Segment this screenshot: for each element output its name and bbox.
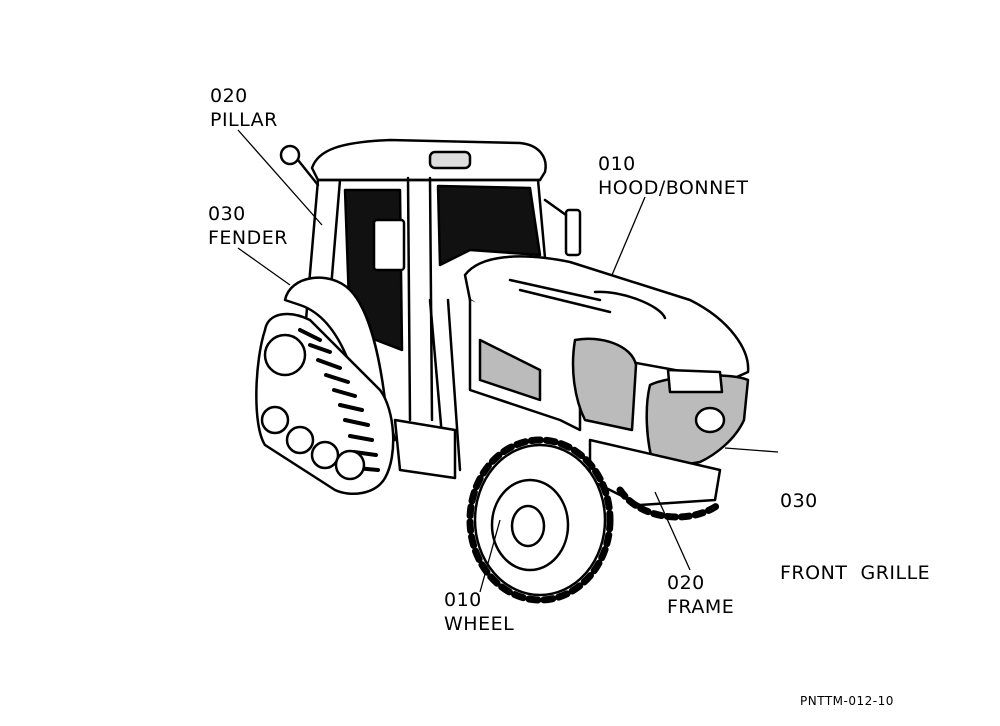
- callout-name: HOOD/BONNET: [598, 177, 749, 199]
- callout-code: 020: [667, 572, 705, 594]
- leader-pillar: [237, 129, 323, 226]
- callout-pillar: 020 PILLAR: [210, 84, 278, 132]
- callout-frame: 020 FRAME: [667, 571, 734, 619]
- callout-code: 020: [210, 85, 248, 107]
- leader-lines: [237, 129, 779, 593]
- callout-code: 010: [598, 153, 636, 175]
- callout-code: 030: [780, 490, 818, 512]
- callout-code: 030: [208, 203, 246, 225]
- callout-fender: 030 FENDER: [208, 202, 288, 250]
- leader-fender: [237, 247, 291, 286]
- callout-name: FRONT GRILLE: [780, 562, 931, 584]
- front-grille-shape: [571, 337, 638, 432]
- figure-id: PNTTM-012-10: [800, 694, 894, 708]
- leader-front-grille: [724, 447, 779, 453]
- callout-wheel: 010 WHEEL: [444, 588, 514, 636]
- callout-code: 010: [444, 589, 482, 611]
- leader-wheel: [479, 519, 501, 593]
- callout-name: PILLAR: [210, 109, 278, 131]
- callout-front-grille: 030 FRONT GRILLE: [780, 441, 930, 609]
- callout-name: FRAME: [667, 596, 735, 618]
- callout-hood: 010 HOOD/BONNET: [598, 152, 748, 200]
- callout-name: WHEEL: [444, 613, 515, 635]
- leader-hood: [611, 196, 646, 276]
- callout-name: FENDER: [208, 227, 288, 249]
- leader-frame: [654, 491, 691, 571]
